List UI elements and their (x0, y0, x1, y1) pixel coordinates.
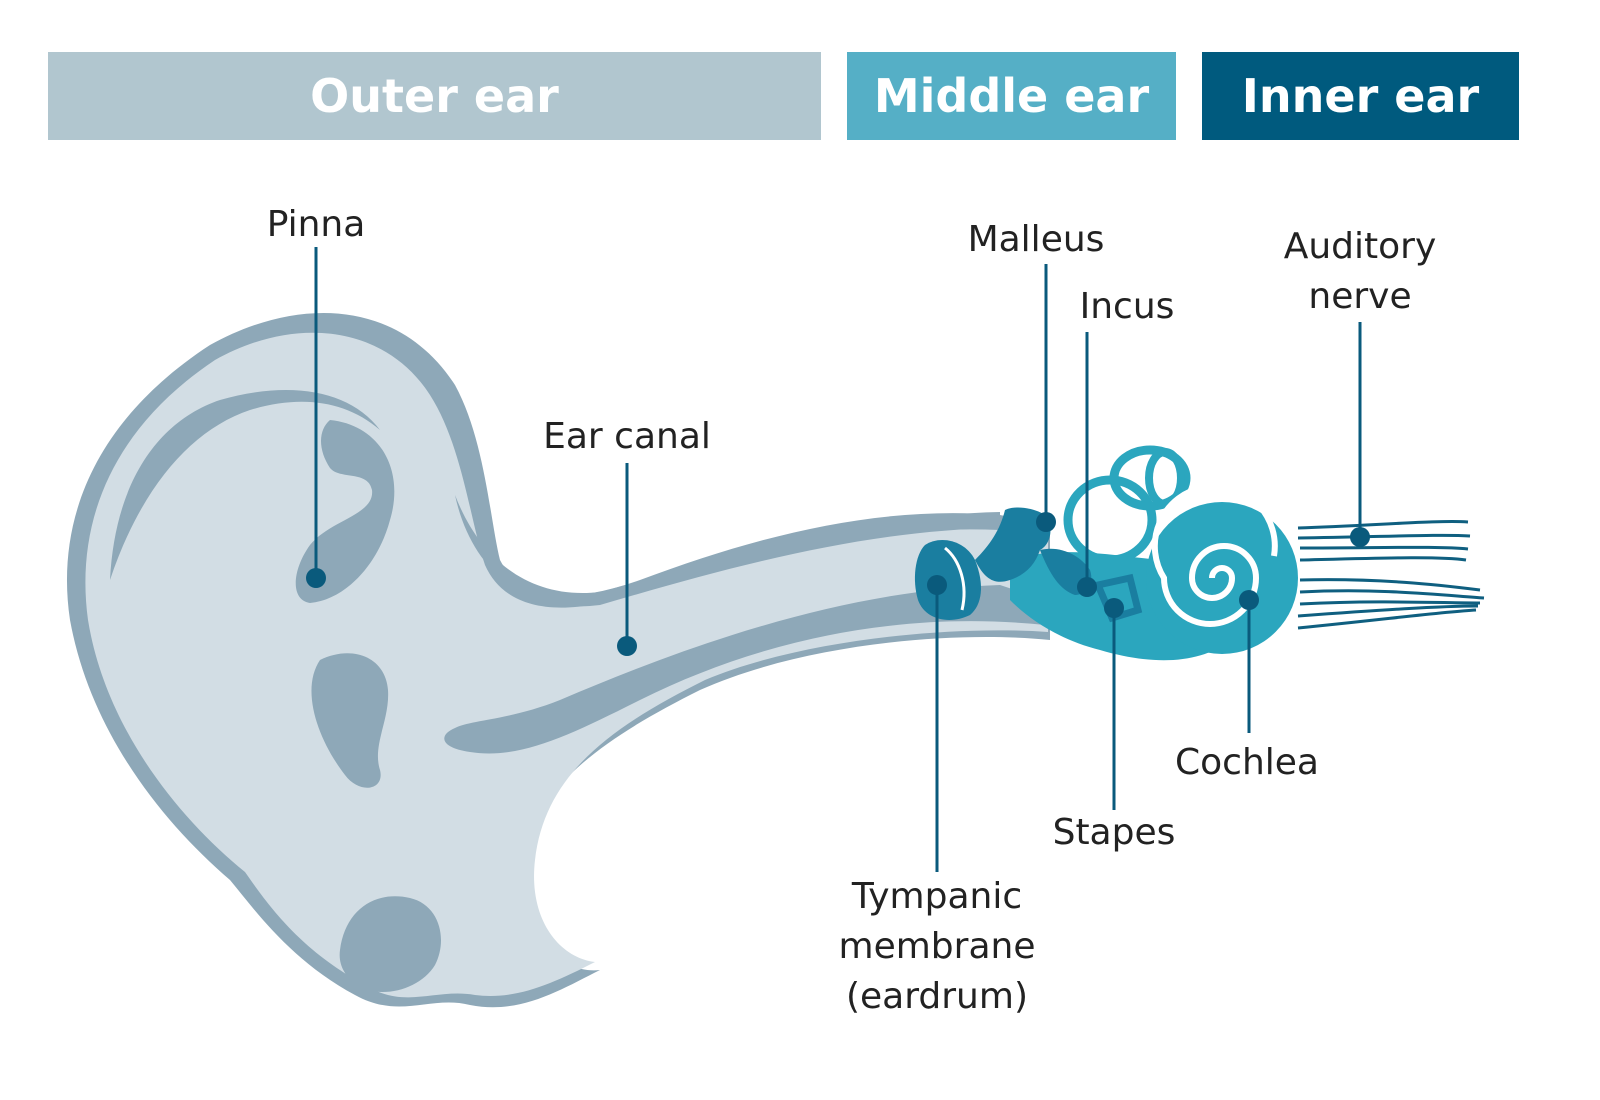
leader-dots (306, 512, 1370, 656)
concha (311, 653, 389, 788)
inner-ear-header-label: Inner ear (1241, 69, 1480, 123)
incus-label: Incus (1079, 286, 1175, 327)
outer-ear-section-header: Outer ear (48, 52, 821, 140)
semicircular-canals (1063, 445, 1191, 565)
stapes-label: Stapes (1052, 812, 1176, 853)
eardrum-highlight (944, 546, 966, 611)
cochlea-shell (1146, 502, 1298, 654)
auditory-nerve-label-line-2: nerve (1308, 276, 1412, 317)
incus-marker (1077, 577, 1097, 597)
stapes-marker (1104, 598, 1124, 618)
pinna-label: Pinna (266, 204, 366, 245)
middle-ear-section-header: Middle ear (847, 52, 1176, 140)
auditory-nerve-fibers (1297, 520, 1485, 630)
tympanic-membrane-marker (927, 575, 947, 595)
outer-ear-header-label: Outer ear (310, 69, 559, 123)
middle-ear-header-label: Middle ear (873, 69, 1150, 123)
auditory-nerve-marker (1350, 527, 1370, 547)
ear-canal-marker (617, 636, 637, 656)
tympanic-membrane-label: Tympanic membrane (eardrum) (827, 872, 1047, 1022)
malleus-marker (1036, 512, 1056, 532)
auditory-nerve-label-line-1: Auditory (1283, 226, 1437, 267)
pinna-body (85, 332, 1048, 998)
tympanic-membrane-label-line-3: (eardrum) (845, 976, 1028, 1017)
inner-ear-section-header: Inner ear (1202, 52, 1519, 140)
tympanic-membrane-label-line-2: membrane (838, 926, 1036, 967)
ear-canal-label: Ear canal (543, 416, 711, 457)
pinna-marker (306, 568, 326, 588)
malleus-bone (975, 507, 1051, 582)
leader-lines (314, 247, 1362, 872)
cochlea-marker (1239, 590, 1259, 610)
malleus-label: Malleus (967, 219, 1105, 260)
tympanic-membrane-label-line-1: Tympanic (851, 876, 1023, 917)
ear-canal-channel (444, 585, 1045, 754)
auditory-nerve-label: Auditory nerve (1260, 222, 1460, 322)
cochlea-label: Cochlea (1175, 742, 1319, 783)
helix-fold (110, 390, 380, 580)
earlobe (339, 896, 442, 993)
antihelix (295, 420, 395, 603)
